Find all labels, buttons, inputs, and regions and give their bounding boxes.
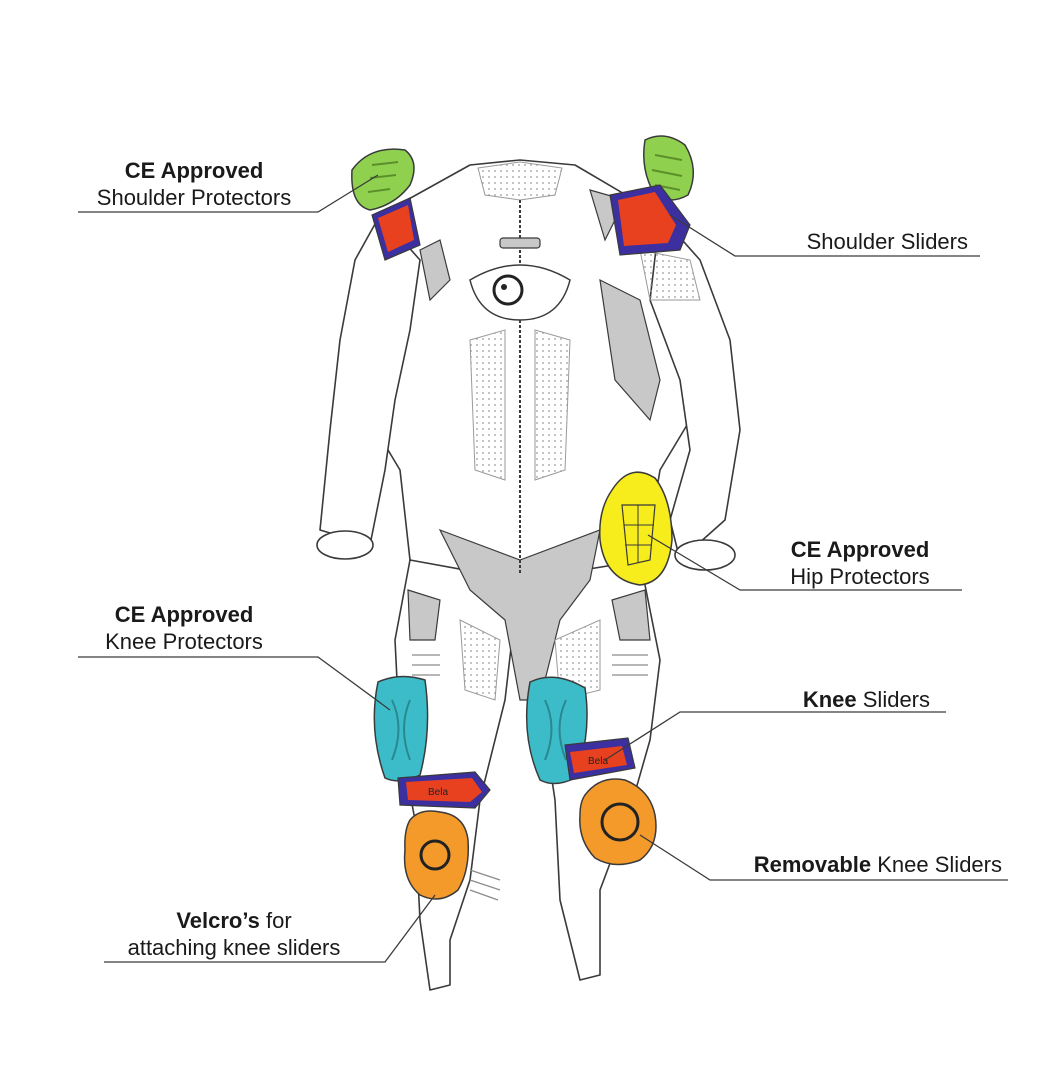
leader-velcros xyxy=(104,894,436,963)
leader-shoulder-protectors xyxy=(78,174,379,213)
removable-knee-slider-left xyxy=(403,810,470,900)
label-removable-knee-sliders-bold: Removable xyxy=(753,852,872,877)
collar-tab xyxy=(499,237,541,249)
label-removable-knee-sliders-text: Knee Sliders xyxy=(871,852,1002,877)
label-knee-protectors: CE Approved Knee Protectors xyxy=(78,601,290,655)
shoulder-slider-right xyxy=(609,184,691,256)
leader-knee-protectors xyxy=(78,656,391,711)
removable-knee-slider-right xyxy=(579,778,657,866)
label-shoulder-protectors: CE Approved Shoulder Protectors xyxy=(78,157,310,211)
label-shoulder-protectors-bold: CE Approved xyxy=(124,158,264,183)
label-shoulder-sliders: Shoulder Sliders xyxy=(740,228,968,255)
label-velcros-text: for xyxy=(259,908,292,933)
label-velcros-text2: attaching knee sliders xyxy=(127,935,341,960)
leg-stripes xyxy=(412,654,648,901)
knee-slider-left: Bela xyxy=(397,771,491,809)
leader-lines xyxy=(78,174,1008,963)
hip-protector xyxy=(599,471,673,586)
knee-slider-right: Bela xyxy=(564,737,636,781)
knee-slider-right-logo: Bela xyxy=(588,756,608,767)
leader-knee-sliders xyxy=(604,711,946,761)
label-hip-protectors: CE Approved Hip Protectors xyxy=(760,536,960,590)
label-knee-sliders-text: Sliders xyxy=(856,687,930,712)
knee-protector-left xyxy=(373,675,429,782)
leader-hip-protectors xyxy=(647,534,962,591)
chest-emblem xyxy=(469,264,571,321)
suit-grey-panels xyxy=(407,189,661,701)
label-knee-protectors-text: Knee Protectors xyxy=(105,629,263,654)
leader-shoulder-sliders xyxy=(669,214,980,257)
label-shoulder-protectors-text: Shoulder Protectors xyxy=(96,185,292,210)
label-hip-protectors-text: Hip Protectors xyxy=(790,564,930,589)
label-knee-sliders: Knee Sliders xyxy=(700,686,930,713)
shoulder-protector-left xyxy=(351,148,415,211)
shoulder-slider-left xyxy=(371,197,421,261)
knee-slider-left-logo: Bela xyxy=(428,787,448,798)
label-velcros: Velcro’s for attaching knee sliders xyxy=(104,907,364,961)
label-removable-knee-sliders: Removable Knee Sliders xyxy=(720,851,1002,878)
label-knee-sliders-bold: Knee xyxy=(802,687,857,712)
suit-perforations xyxy=(459,161,701,701)
label-velcros-bold: Velcro’s xyxy=(176,908,260,933)
leader-removable-knee-sliders xyxy=(639,834,1008,881)
label-shoulder-sliders-text: Shoulder Sliders xyxy=(806,229,968,254)
label-hip-protectors-bold: CE Approved xyxy=(790,537,930,562)
label-knee-protectors-bold: CE Approved xyxy=(114,602,254,627)
